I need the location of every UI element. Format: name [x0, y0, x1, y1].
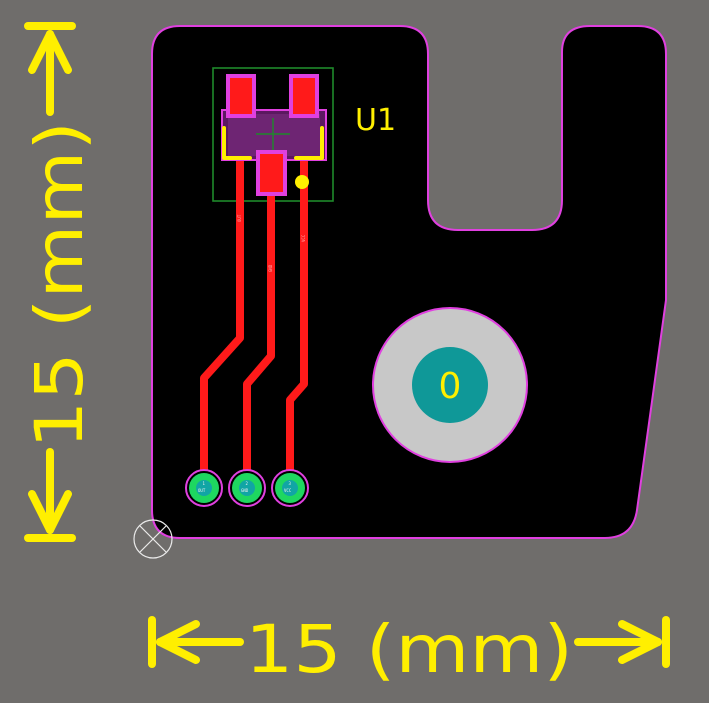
pad-2-number: 2	[246, 481, 249, 486]
width-dimension-label: 15 (mm)	[245, 611, 573, 688]
pad-3-net: VCC	[284, 488, 292, 493]
pad-1-number: 1	[203, 481, 206, 486]
trace-label-out: OUT	[237, 214, 242, 222]
trace-label-vcc: VCC	[301, 234, 306, 242]
mounting-hole: 0	[372, 307, 528, 463]
copper-traces	[200, 116, 308, 492]
trace-out	[200, 156, 244, 492]
vertical-dimension: 15 (mm)	[21, 22, 98, 542]
body-hatch	[228, 114, 320, 156]
pad-1-net: OUT	[198, 488, 206, 493]
pad-3-number: 3	[289, 481, 292, 486]
silkscreen-outline	[222, 126, 324, 160]
horizontal-dimension: 15 (mm)	[148, 611, 670, 688]
smd-pad-3-copper	[293, 78, 315, 114]
smd-pads	[226, 74, 319, 196]
through-hole-pad-3: 3 VCC	[271, 469, 309, 507]
designator-label: U1	[355, 103, 396, 138]
through-hole-pad-1: 1 OUT	[185, 469, 223, 507]
pad-2-net: GND	[241, 488, 249, 493]
pin1-marker	[295, 175, 309, 189]
mounting-hole-label: 0	[439, 366, 462, 407]
trace-label-gnd: GND	[268, 264, 273, 272]
trace-vcc	[286, 116, 308, 492]
smd-pad-2-copper	[260, 154, 283, 192]
through-hole-pad-2: 2 GND	[228, 469, 266, 507]
trace-gnd	[243, 174, 275, 492]
origin-marker	[133, 519, 173, 559]
smd-pad-1-copper	[230, 78, 252, 114]
height-dimension-label: 15 (mm)	[21, 121, 98, 449]
